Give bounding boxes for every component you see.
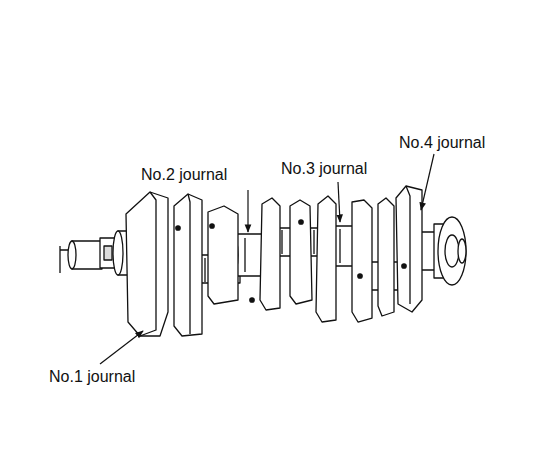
leader-lines bbox=[100, 154, 434, 364]
part-label: No.2 journal bbox=[140, 166, 228, 184]
part-label: No.1 journal bbox=[48, 368, 136, 386]
part-label: No.3 journal bbox=[280, 160, 368, 178]
part-label: No.4 journal bbox=[398, 134, 486, 152]
